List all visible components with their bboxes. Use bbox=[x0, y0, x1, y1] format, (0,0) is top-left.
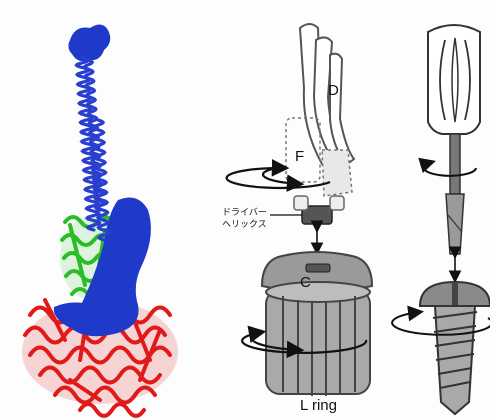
screwdriver bbox=[392, 25, 490, 414]
label-driver-helix: ドライバー ヘリックス bbox=[222, 206, 267, 230]
label-d: D bbox=[328, 82, 339, 99]
rotation-arrow-upper bbox=[227, 168, 330, 188]
d-filaments bbox=[300, 24, 354, 167]
label-driver-helix-line1: ドライバー bbox=[222, 206, 267, 218]
label-driver-helix-line2: ヘリックス bbox=[222, 218, 267, 230]
f-side bbox=[322, 150, 352, 196]
label-f: F bbox=[295, 148, 304, 165]
label-c: C bbox=[300, 274, 311, 291]
label-l-ring: L ring bbox=[300, 397, 337, 414]
l-ring bbox=[266, 282, 370, 396]
